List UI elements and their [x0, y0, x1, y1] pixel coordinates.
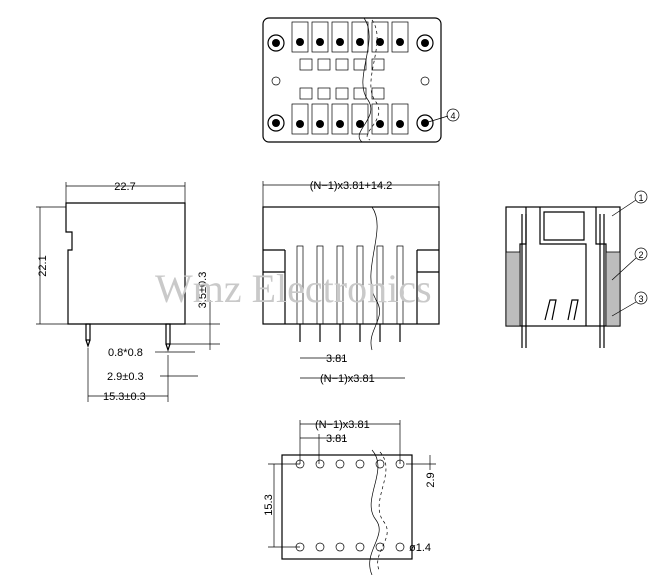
- top-view: 4: [262, 17, 460, 143]
- top-window: [371, 87, 385, 100]
- top-contact: [316, 38, 324, 46]
- pcb-hole: [335, 459, 345, 469]
- top-window: [371, 58, 385, 71]
- pcb-layout: (N−1)x3.81 3.81 2.9 15.3 ø1.4: [263, 419, 437, 575]
- pcb-dim-span: (N−1)x3.81: [315, 419, 370, 431]
- break-line: [358, 17, 372, 143]
- side-pin-right: [165, 323, 171, 345]
- pcb-outline: [281, 454, 413, 560]
- callout-2-circle: [634, 247, 648, 261]
- dim-pitch: 3.81: [326, 353, 347, 365]
- callout-1: 1: [638, 193, 643, 203]
- side-pin-left: [85, 323, 91, 341]
- pcb-hole: [375, 459, 385, 469]
- dim-span: (N−1)x3.81: [320, 373, 375, 385]
- pcb-dim-height: 15.3: [263, 494, 275, 515]
- pcb-hole: [355, 542, 365, 552]
- pcb-hole: [335, 542, 345, 552]
- front-view-outline: [262, 206, 440, 325]
- dim-base: 15.3±0.3: [103, 391, 146, 403]
- section-view: 1 2 3: [505, 190, 648, 348]
- top-slot: [311, 21, 329, 53]
- dim-pin-offset: 2.9±0.3: [107, 371, 144, 383]
- top-contact: [336, 38, 344, 46]
- mounting-holes: [267, 34, 434, 132]
- pcb-hole: [315, 542, 325, 552]
- dim-width: 22.7: [114, 181, 135, 193]
- pcb-hole: [375, 542, 385, 552]
- callout-1-circle: [634, 190, 648, 204]
- top-window: [335, 58, 349, 71]
- top-slot: [291, 103, 309, 135]
- dim-pin-length: 3.5±0.3: [197, 272, 209, 309]
- front-pins: [296, 245, 404, 342]
- top-window: [317, 58, 331, 71]
- top-slot: [391, 103, 409, 135]
- top-slot: [291, 21, 309, 53]
- top-contact: [296, 38, 304, 46]
- top-slot: [371, 103, 389, 135]
- pcb-dim-pitch: 3.81: [326, 433, 347, 445]
- top-window: [335, 87, 349, 100]
- callout-3-circle: [634, 291, 648, 305]
- top-window: [353, 87, 367, 100]
- top-slot: [391, 21, 409, 53]
- top-contact: [316, 120, 324, 128]
- top-window: [353, 58, 367, 71]
- pcb-holes: [295, 459, 405, 552]
- section-view-outline: [505, 206, 621, 327]
- pcb-hole: [315, 459, 325, 469]
- top-slot: [331, 21, 349, 53]
- side-view: 22.7 22.1 3.5±0.3 0.8*0.8 2.9±0.3 15.3±0…: [36, 181, 220, 403]
- top-slot: [311, 103, 329, 135]
- top-slot: [351, 103, 369, 135]
- top-contact: [296, 120, 304, 128]
- top-contact: [396, 120, 404, 128]
- top-contact: [376, 120, 384, 128]
- top-window: [299, 58, 313, 71]
- top-contact-slots: [291, 21, 409, 135]
- top-slot: [331, 103, 349, 135]
- top-contact: [336, 120, 344, 128]
- top-slot: [351, 21, 369, 53]
- pcb-dim-hole: ø1.4: [409, 542, 431, 554]
- top-slot: [371, 21, 389, 53]
- watermark: Wmz Electronics: [155, 266, 432, 311]
- pcb-hole: [355, 459, 365, 469]
- front-view: (N−1)x3.81+14.2 3.81 (N−1)x3.81: [262, 180, 440, 385]
- pcb-break-line: [369, 449, 380, 575]
- callout-4-circle: [446, 108, 460, 122]
- top-window: [299, 87, 313, 100]
- top-window: [317, 87, 331, 100]
- pcb-hole: [395, 542, 405, 552]
- dim-overall: (N−1)x3.81+14.2: [310, 180, 393, 192]
- top-contact: [396, 38, 404, 46]
- top-view-outline: [262, 17, 442, 143]
- front-break-line: [370, 206, 380, 351]
- top-contact: [376, 38, 384, 46]
- dim-pin-size: 0.8*0.8: [108, 347, 143, 359]
- top-contact: [356, 120, 364, 128]
- dim-height: 22.1: [37, 255, 49, 276]
- callout-3: 3: [638, 294, 643, 304]
- pcb-dim-row-pitch: 2.9: [425, 472, 437, 487]
- top-contact: [356, 38, 364, 46]
- callout-4: 4: [450, 111, 455, 121]
- side-view-outline: [65, 202, 186, 325]
- callout-2: 2: [638, 250, 643, 260]
